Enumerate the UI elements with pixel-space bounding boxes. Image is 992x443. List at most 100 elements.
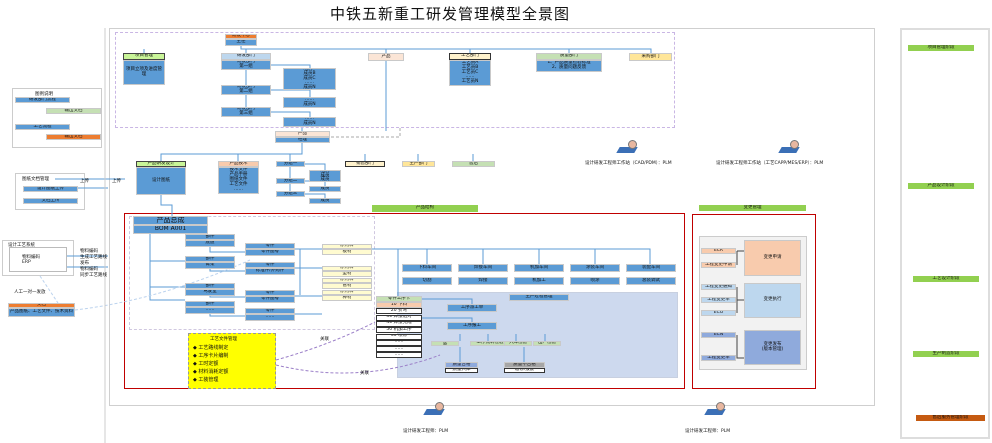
- change-ecn: ECN: [701, 332, 736, 338]
- connector: [143, 46, 652, 53]
- link-label: 关联: [360, 371, 369, 376]
- craft-docs-title: 工艺文件管理: [210, 337, 237, 342]
- part-name: 零件图号: [245, 296, 295, 303]
- part-node: 零件: [245, 290, 295, 296]
- org-top-node: 主任: [225, 39, 257, 46]
- component-node: 部件: [185, 234, 235, 240]
- node-sub-members-2: 成员: [309, 186, 341, 192]
- workstation-icon: [423, 402, 445, 416]
- node-tech-body: 技术文件 产品手册 图纸文件 工艺文件 ……: [218, 167, 259, 194]
- erp-inner: [9, 247, 67, 272]
- node-production: 生产部门: [402, 161, 435, 167]
- material-node: 原材料: [322, 266, 372, 271]
- route-row: 30 焊接组对: [376, 314, 422, 321]
- node-sub-members-1: 成员 成员 成员: [309, 170, 341, 182]
- node-craft-body: 工艺员A 工艺员B 工艺员C …… 工艺员N: [449, 60, 491, 86]
- workstation-icon: [704, 402, 726, 416]
- erp-body: 物料编码 ERP: [22, 255, 40, 265]
- change-notice: 工程变更通知: [701, 284, 736, 290]
- structure-bar: 产品结构: [372, 205, 478, 212]
- bom-code: BOM A001: [133, 225, 208, 234]
- change-form: 工程变更单: [701, 297, 736, 303]
- change-bar: 变更管理: [699, 205, 806, 211]
- part-name: 标准件/外购件: [245, 268, 295, 275]
- stage-service: 售后服务管理阶段: [916, 415, 985, 421]
- node-sub-2: 分组二: [276, 178, 305, 184]
- material-name: 管材: [322, 283, 372, 289]
- process-node: 总装调试: [626, 277, 676, 285]
- workstation-icon: [778, 140, 800, 154]
- stage-craft: 工艺设计阶段: [913, 276, 979, 282]
- change-release-box: 变更发布 (版本管理): [744, 330, 801, 365]
- legend-box: [12, 88, 102, 148]
- erp-title: 设计工艺系统: [8, 243, 35, 248]
- stage-panel: [900, 28, 990, 439]
- node-sub-3: 分组三: [276, 191, 305, 197]
- craft-docs-box: [188, 333, 276, 389]
- change-exec-box: 变更执行: [744, 283, 801, 318]
- route-report: 工序报工: [447, 322, 497, 330]
- upload-drawing: 设计图纸上传: [23, 186, 78, 192]
- node-rd-design: 产品研发设计: [136, 161, 186, 167]
- material-node: 原材料: [322, 278, 372, 283]
- upload-document: 文档上传: [23, 198, 78, 204]
- manual-label: 人工一对一发放: [14, 290, 46, 295]
- component-name: 底盘: [185, 240, 235, 247]
- material-name: 棒材: [322, 295, 372, 301]
- dashed-connector: [275, 354, 441, 374]
- upload-label: 上传: [112, 179, 121, 184]
- legend-output-b: 输出文档: [46, 134, 101, 140]
- craft-docs-item: ◆ 工时定额: [193, 361, 219, 367]
- node-product-mid-sub: 经理: [275, 137, 330, 143]
- component-name: ……: [185, 307, 235, 314]
- material-node: 原材料: [322, 244, 372, 249]
- stage-design: 产品设计阶段: [908, 183, 974, 189]
- route-row: 60 喷涂: [376, 333, 422, 340]
- node-project: 项目管理: [123, 53, 165, 60]
- connector: [160, 61, 474, 161]
- node-sub-1: 分组一: [276, 161, 305, 167]
- workshop-node: 装配车间: [626, 264, 676, 272]
- component-node: 部件: [185, 256, 235, 262]
- change-ecr-form: 工程变更申请: [701, 262, 736, 268]
- doc-body: 产品图纸、工艺文件、技术资料: [8, 308, 75, 317]
- connector: [149, 234, 245, 317]
- craft-docs-item: ◆ 工装管理: [193, 377, 219, 383]
- node-sub-members-3: 成员: [309, 198, 341, 204]
- route-row: 40 焊接完成: [376, 320, 422, 327]
- change-form-2: 工程变更单: [701, 355, 736, 361]
- inspection-node: 出厂检验: [533, 341, 561, 346]
- connector: [295, 248, 322, 315]
- stage-project: 项目管理阶段: [908, 45, 974, 51]
- dashed-connector: [39, 275, 59, 304]
- connector: [372, 248, 651, 299]
- craft-docs-item: ◆ 工艺路线制定: [193, 345, 229, 351]
- dashed-connector: [74, 259, 251, 311]
- legend-craft-flow: 工艺流程: [15, 124, 70, 130]
- connector: [245, 64, 311, 117]
- node-project-body: 项目立项及进度管理: [123, 60, 165, 85]
- route-row: 50 机加工序: [376, 327, 422, 334]
- node-quality-body: 1、产品质量检验标准 2、质量问题反馈: [536, 60, 602, 72]
- process-node: 焊接: [458, 277, 508, 285]
- page-title: 中铁五新重工研发管理模型全景图: [330, 5, 571, 23]
- node-dept-2: 研发部门 第二组: [221, 85, 271, 95]
- route-row: ……: [376, 352, 422, 359]
- route-row: ……: [376, 339, 422, 346]
- route-fail-sub: 返修/报废: [504, 368, 545, 373]
- node-product-top: 产品: [368, 53, 404, 61]
- legend-dept-flow: 研发部门流程: [15, 97, 70, 103]
- workshop-node: 下料车间: [402, 264, 452, 272]
- process-node: 切割: [402, 277, 452, 285]
- erp-link-2: 物料编码 同步工艺路线: [80, 267, 107, 278]
- route-row: 10 下料: [376, 302, 422, 308]
- part-name: ……: [245, 314, 295, 321]
- structure-red-box: [124, 213, 685, 389]
- part-name: 零件图号: [245, 249, 295, 256]
- inspection-node: 入库检验: [504, 341, 532, 346]
- route-row: 20 折弯: [376, 308, 422, 315]
- route-pass: 质量合格: [445, 362, 478, 368]
- craft-docs-item: ◆ 材料消耗定额: [193, 369, 229, 375]
